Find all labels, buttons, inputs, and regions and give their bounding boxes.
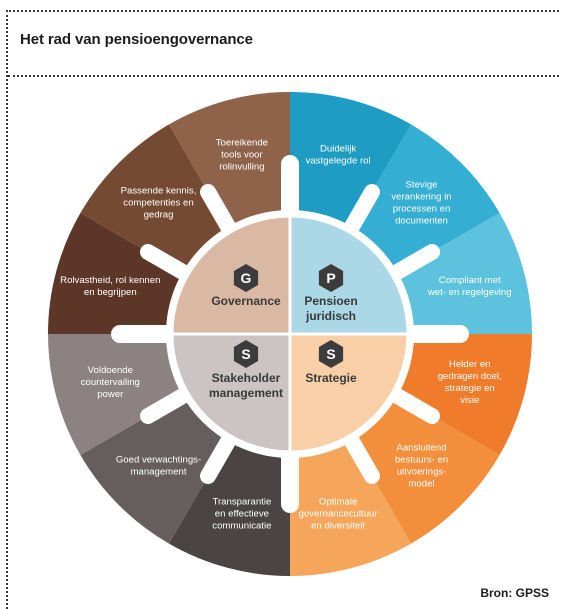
hub-quadrants	[170, 214, 410, 454]
segment-label-stakeholder-1: Goed verwachtings-management	[116, 455, 201, 478]
badge-hexagon-icon	[233, 340, 259, 368]
article-frame	[6, 10, 559, 609]
hub-label-governance: Governance	[211, 294, 281, 308]
figure-title: Het rad van pensioengovernance	[20, 31, 253, 48]
source-credit: Bron: GPSS	[480, 586, 549, 600]
badge-letter: S	[326, 346, 335, 362]
badge-letter: G	[241, 270, 252, 286]
title-divider	[8, 75, 559, 77]
hub-quadrant-governance	[170, 214, 292, 336]
badge-hexagon-icon	[318, 264, 344, 292]
hub-label-strategie: Strategie	[305, 371, 357, 385]
hub-badge-governance: G Governance	[211, 264, 281, 308]
hub-quadrant-strategie	[288, 332, 410, 454]
badge-hexagon-icon	[318, 340, 344, 368]
hub-quadrant-pensioen	[288, 214, 410, 336]
hub-quadrant-stakeholder	[170, 332, 292, 454]
hub-badge-strategie: S Strategie	[305, 340, 357, 385]
badge-letter: P	[326, 270, 335, 286]
badge-letter: S	[241, 346, 250, 362]
badge-hexagon-icon	[233, 264, 259, 292]
